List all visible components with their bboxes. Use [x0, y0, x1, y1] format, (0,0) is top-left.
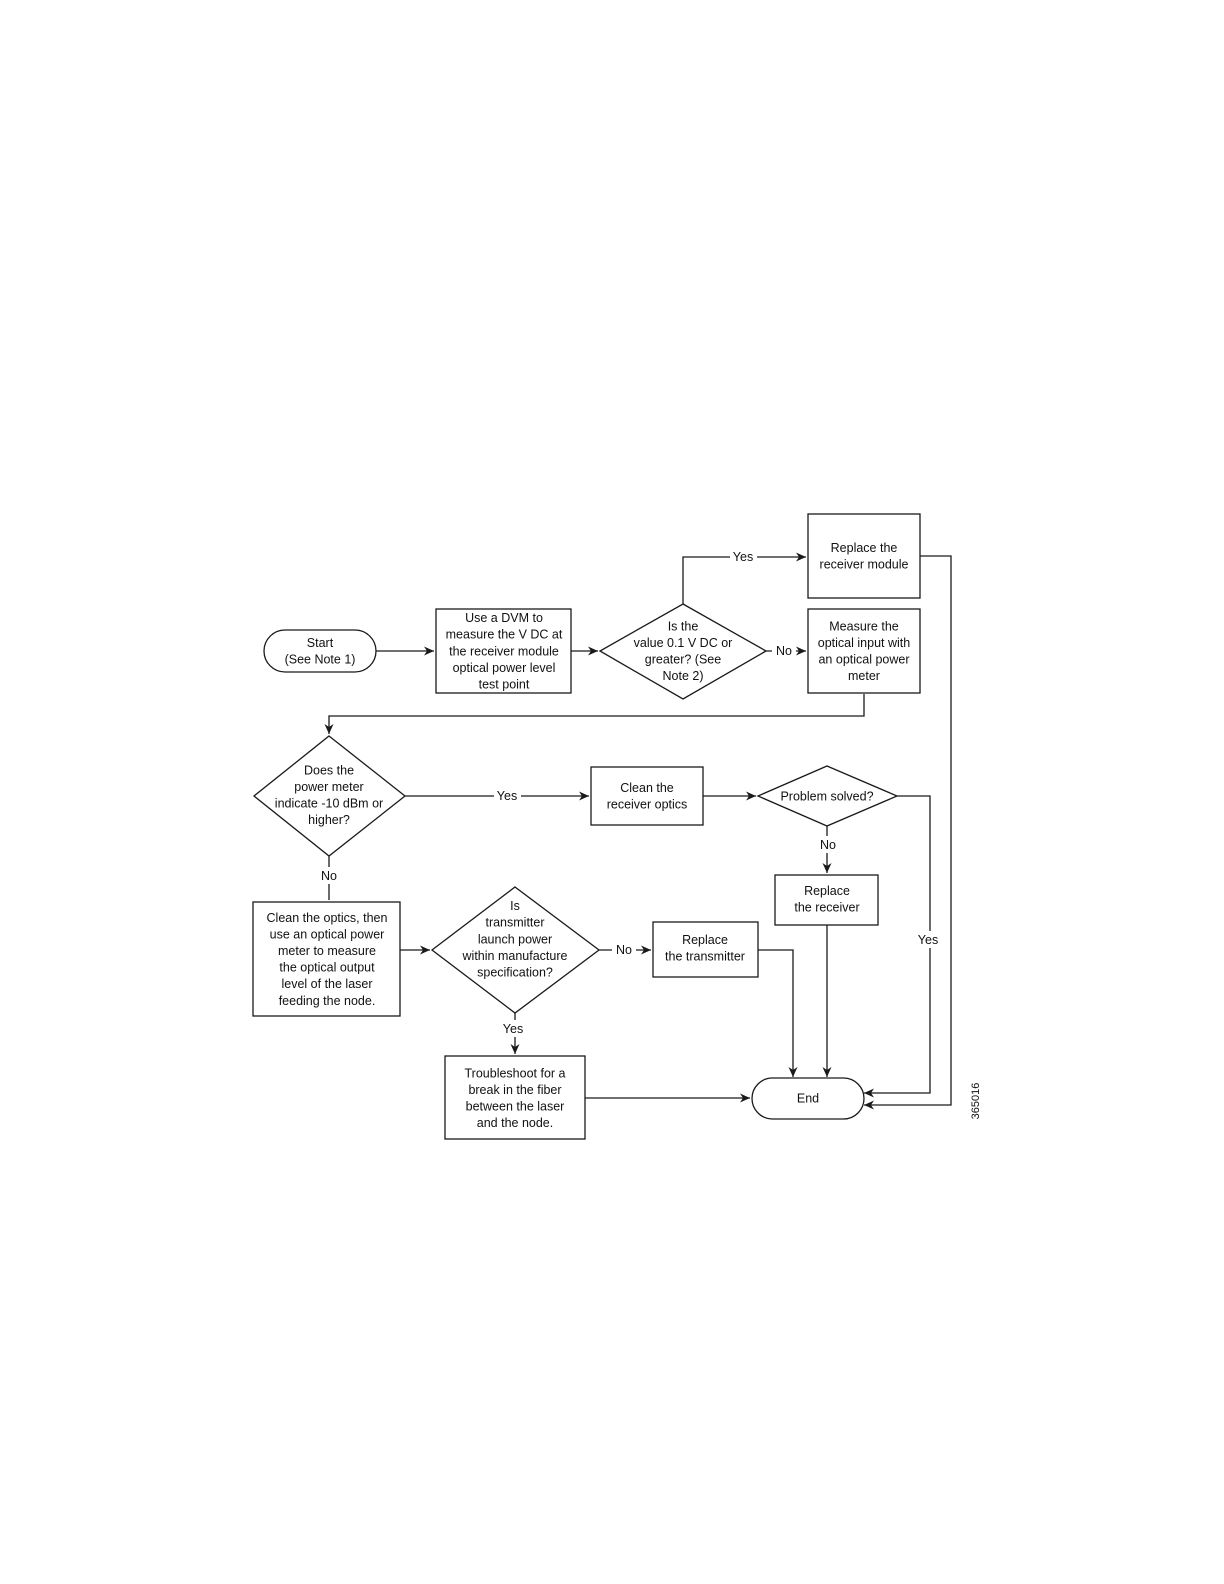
label-no-replace-transmitter: No — [616, 943, 632, 957]
label-yes-clean-receiver: Yes — [497, 789, 517, 803]
label-no-clean-optics: No — [321, 869, 337, 883]
node-end: End — [751, 1077, 865, 1120]
edge-measure-optical-to-does-meter — [324, 694, 865, 734]
label-yes-replace-module: Yes — [733, 550, 753, 564]
node-start: Start(See Note 1) — [263, 629, 377, 673]
edge-is-value-yes-to-replace-module — [682, 552, 806, 604]
label-no-replace-receiver: No — [820, 838, 836, 852]
node-problem-solved-text: Problem solved? — [780, 789, 873, 803]
node-start-text: Start(See Note 1) — [285, 636, 356, 667]
label-yes-troubleshoot: Yes — [503, 1022, 523, 1036]
label-yes-problem-end: Yes — [918, 933, 938, 947]
node-problem-solved-decision: Problem solved? — [756, 765, 899, 827]
edge-labels: Yes No Yes No No Yes No Yes — [317, 548, 942, 1037]
edge-replace-module-to-end — [864, 555, 952, 1110]
figure-id: 365016 — [970, 1083, 982, 1120]
edge-replace-transmitter-to-end — [758, 949, 798, 1077]
label-no-measure-optical: No — [776, 644, 792, 658]
node-end-text: End — [797, 1091, 819, 1105]
